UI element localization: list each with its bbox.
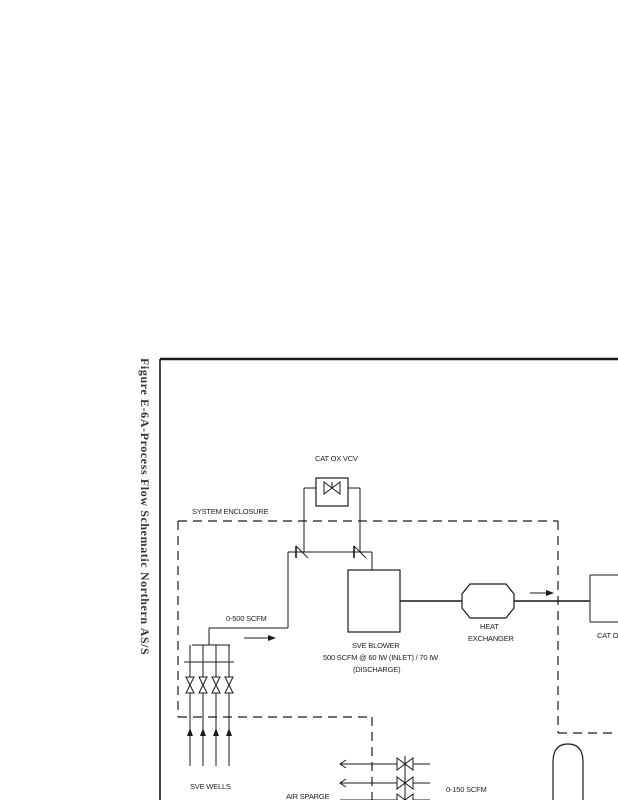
sve-blower-label: SVE BLOWER [352, 641, 400, 650]
cat-ox-vcv-valve-icon [323, 481, 341, 495]
air-compressor-vessel [552, 743, 584, 800]
heat-exchanger-shape [461, 583, 515, 619]
sve-header-piping [192, 551, 373, 646]
heat-exchanger-label-2: EXCHANGER [468, 634, 514, 643]
sve-well-arrows-icon [187, 728, 232, 736]
sve-blower-discharge: (DISCHARGE) [353, 665, 401, 674]
check-valve-icon-1 [295, 545, 309, 559]
flow-arrow-icon [244, 635, 276, 641]
air-sparge-valves-icon [396, 757, 414, 800]
cat-ox-label: CAT OX [597, 631, 618, 640]
sve-blower-rating: 500 SCFM @ 60 IW (INLET) / 70 IW [323, 653, 439, 662]
cat-ox-vcv-loop [303, 477, 361, 552]
sve-wells-label: SVE WELLS [190, 782, 231, 791]
cat-ox-unit [589, 574, 618, 623]
sve-well-valves-icon [185, 676, 234, 694]
system-enclosure-label: SYSTEM ENCLOSURE [192, 507, 269, 516]
system-enclosure-boundary [177, 520, 618, 800]
drawing-frame [159, 357, 618, 800]
check-valve-icon-2 [353, 545, 367, 559]
cat-ox-vcv-label: CAT OX VCV [315, 454, 358, 463]
sve-well-manifold [184, 645, 234, 766]
heat-exchanger-label: HEAT [480, 622, 499, 631]
air-sparge-piping [339, 756, 430, 800]
air-sparge-label: AIR SPARGE [286, 792, 329, 800]
sve-blower-box [347, 569, 401, 633]
figure-caption: Figure E-6A-Process Flow Schematic North… [138, 358, 152, 655]
flow-rate-label-sve: 0-500 SCFM [226, 614, 267, 623]
flow-rate-label-sparge: 0-150 SCFM [446, 785, 487, 794]
flow-arrow-icon-2 [530, 590, 554, 596]
